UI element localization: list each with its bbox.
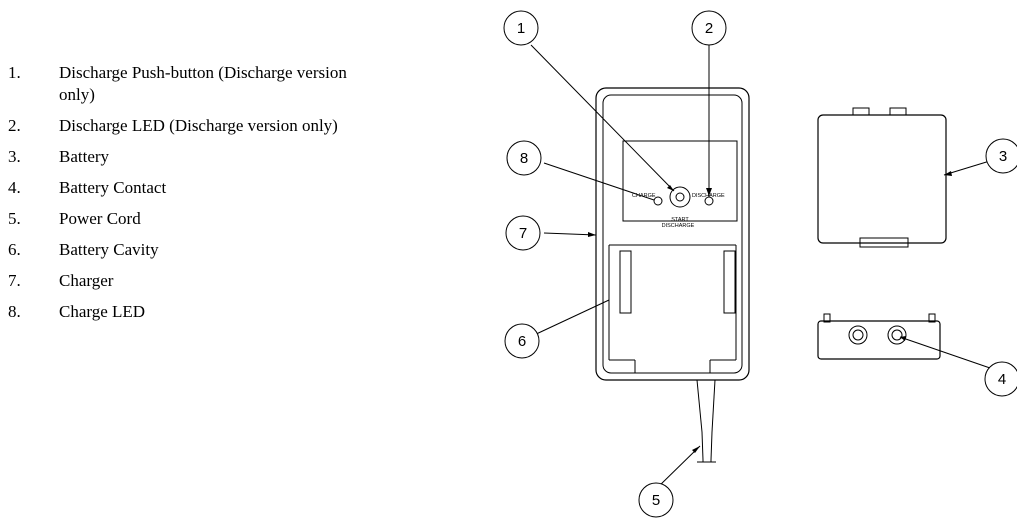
legend-number: 7. bbox=[8, 271, 21, 290]
callout-6: 6 bbox=[504, 323, 540, 359]
legend-number: 1. bbox=[8, 63, 21, 82]
battery bbox=[817, 107, 947, 248]
power-cord bbox=[696, 379, 716, 463]
battery-cavity bbox=[608, 244, 737, 373]
legend-number: 2. bbox=[8, 116, 21, 135]
control-panel bbox=[622, 140, 738, 222]
arrowheads bbox=[588, 171, 952, 453]
legend-item: 5. Power Cord bbox=[8, 208, 348, 230]
discharge-push-button bbox=[669, 186, 691, 208]
callout-number: 7 bbox=[519, 225, 527, 242]
callout-number: 4 bbox=[998, 371, 1006, 388]
legend-number: 6. bbox=[8, 240, 21, 259]
callout-number: 3 bbox=[999, 148, 1007, 165]
charge-led bbox=[653, 196, 663, 206]
legend-item: 7. Charger bbox=[8, 270, 348, 292]
callout-number: 8 bbox=[520, 150, 528, 167]
parts-legend: 1. Discharge Push-button (Discharge vers… bbox=[8, 62, 348, 332]
legend-text: Discharge Push-button (Discharge version… bbox=[59, 63, 347, 104]
callout-number: 5 bbox=[652, 492, 660, 509]
callout-1: 1 bbox=[503, 10, 539, 46]
callout-number: 2 bbox=[705, 20, 713, 37]
battery-contact bbox=[817, 313, 941, 360]
push-button-center bbox=[675, 192, 685, 202]
legend-number: 3. bbox=[8, 147, 21, 166]
callout-2: 2 bbox=[691, 10, 727, 46]
legend-text: Power Cord bbox=[59, 209, 141, 228]
legend-text: Battery Contact bbox=[59, 178, 167, 197]
discharge-led bbox=[704, 196, 714, 206]
legend-item: 8. Charge LED bbox=[8, 301, 348, 323]
legend-number: 5. bbox=[8, 209, 21, 228]
start-discharge-label: DISCHARGE bbox=[662, 223, 695, 229]
leader-lines bbox=[530, 44, 994, 490]
callout-number: 1 bbox=[517, 20, 525, 37]
callout-7: 7 bbox=[505, 215, 541, 251]
legend-number: 4. bbox=[8, 178, 21, 197]
legend-item: 4. Battery Contact bbox=[8, 177, 348, 199]
legend-item: 2. Discharge LED (Discharge version only… bbox=[8, 115, 348, 137]
callouts: 1 2 3 4 5 6 7 8 bbox=[503, 10, 1017, 518]
legend-item: 3. Battery bbox=[8, 146, 348, 168]
legend-text: Discharge LED (Discharge version only) bbox=[59, 116, 338, 135]
callout-5: 5 bbox=[638, 482, 674, 518]
callout-8: 8 bbox=[506, 140, 542, 176]
legend-number: 8. bbox=[8, 302, 21, 321]
legend-text: Charger bbox=[59, 271, 114, 290]
callout-4: 4 bbox=[984, 361, 1017, 397]
legend-text: Charge LED bbox=[59, 302, 146, 321]
legend-text: Battery Cavity bbox=[59, 240, 159, 259]
charge-led-label: CHARGE bbox=[632, 193, 656, 199]
callout-3: 3 bbox=[985, 138, 1017, 174]
charger-body bbox=[595, 87, 750, 381]
legend-item: 1. Discharge Push-button (Discharge vers… bbox=[8, 62, 348, 106]
legend-text: Battery bbox=[59, 147, 110, 166]
start-label: START bbox=[671, 217, 689, 223]
callout-number: 6 bbox=[518, 333, 526, 350]
legend-item: 6. Battery Cavity bbox=[8, 239, 348, 261]
